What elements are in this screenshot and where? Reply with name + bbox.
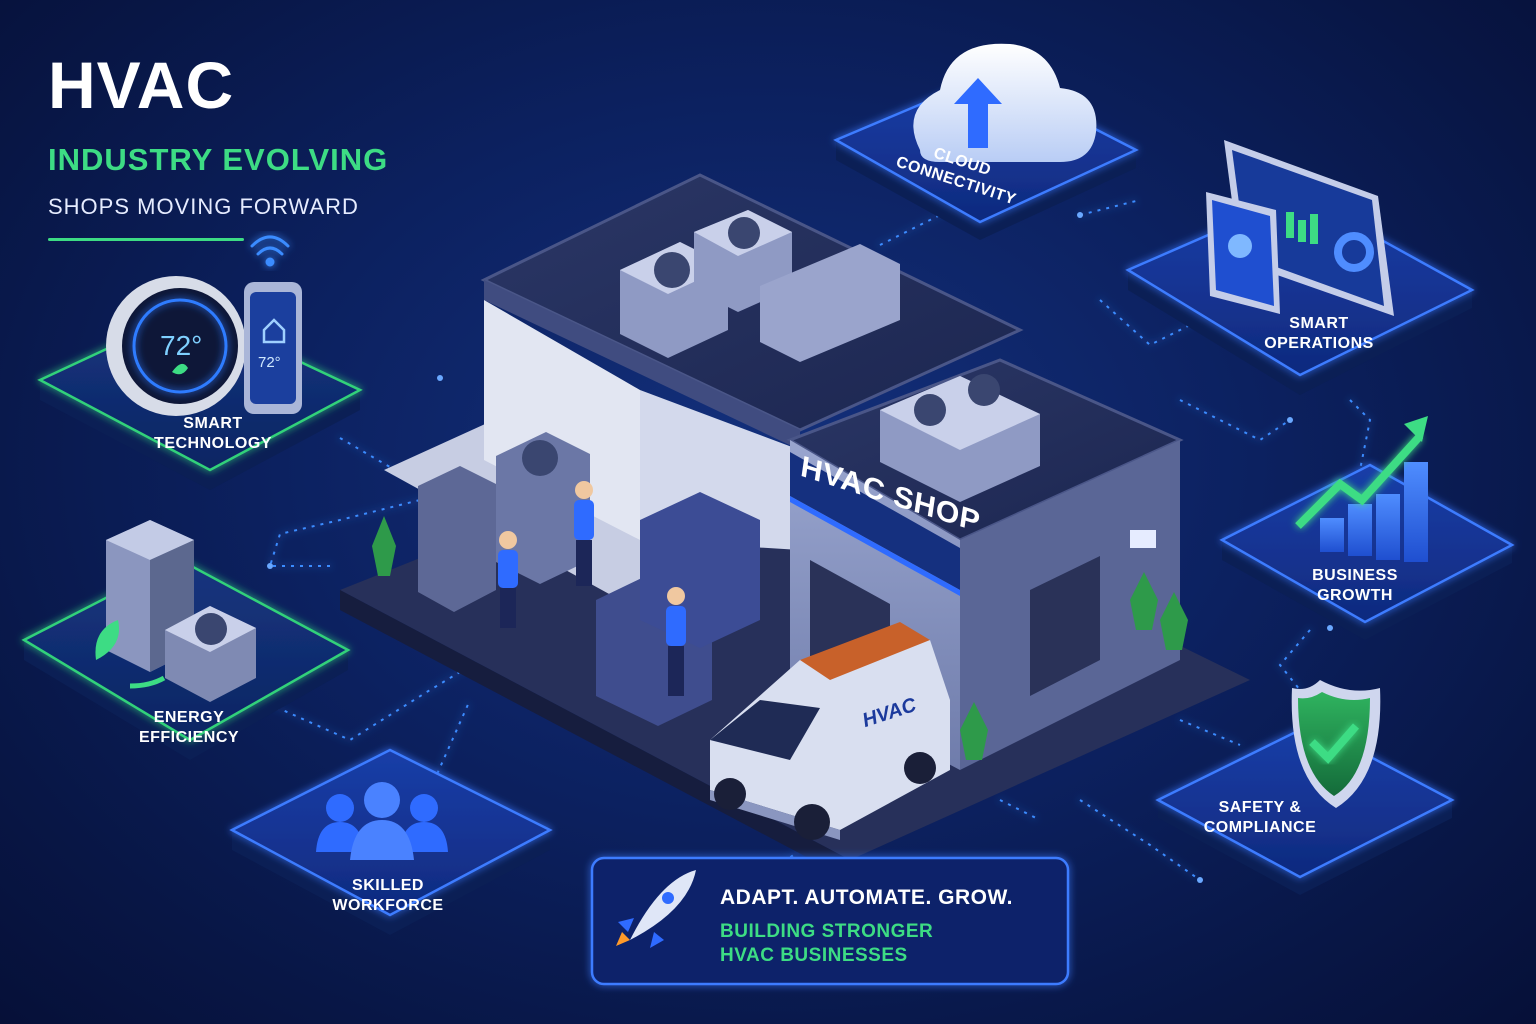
thermostat-icon [106, 276, 246, 416]
tablet-icon [1206, 192, 1280, 314]
people-icon [316, 782, 448, 860]
connector-dot [437, 375, 443, 381]
thermostat-temperature: 72° [160, 330, 203, 361]
smartphone-icon [244, 282, 302, 414]
banner-box [590, 856, 1070, 986]
phone-temperature: 72° [258, 354, 281, 371]
wifi-icon [250, 235, 290, 267]
label-business-growth: BUSINESS GROWTH [1312, 567, 1398, 604]
page-title: HVAC [48, 48, 235, 122]
label-smart-operations: SMART OPERATIONS [1264, 315, 1374, 352]
title-underline [48, 238, 244, 241]
page-subtitle: INDUSTRY EVOLVING [48, 142, 389, 177]
label-smart-technology: SMART TECHNOLOGY [154, 415, 272, 452]
page-tagline: SHOPS MOVING FORWARD [48, 194, 359, 219]
panel-safety-compliance [1155, 723, 1455, 895]
connector-lines [259, 194, 1372, 881]
label-energy-efficiency: ENERGY EFFICIENCY [138, 709, 240, 746]
connector-dot [1287, 417, 1293, 423]
label-skilled-workforce: SKILLED WORKFORCE [332, 877, 444, 914]
banner-headline: ADAPT. AUTOMATE. GROW. [720, 886, 1013, 909]
hvac-van [710, 622, 950, 840]
leaf-icon [95, 620, 166, 689]
ac-unit-icon [106, 520, 256, 702]
connector-dot [1327, 625, 1333, 631]
connector-dot [267, 563, 273, 569]
shield-check-icon [1291, 680, 1381, 808]
cloud-upload-icon [913, 43, 1097, 162]
hvac-shop-building [340, 173, 1250, 880]
banner-subline: BUILDING STRONGER HVAC BUSINESSES [720, 921, 934, 966]
growth-chart-icon [1295, 416, 1428, 562]
connector-dot [1197, 877, 1203, 883]
connector-dot [1077, 212, 1083, 218]
label-safety-compliance: SAFETY & COMPLIANCE [1203, 799, 1317, 836]
rocket-icon [616, 870, 696, 948]
dashboard-icon [1224, 140, 1394, 316]
